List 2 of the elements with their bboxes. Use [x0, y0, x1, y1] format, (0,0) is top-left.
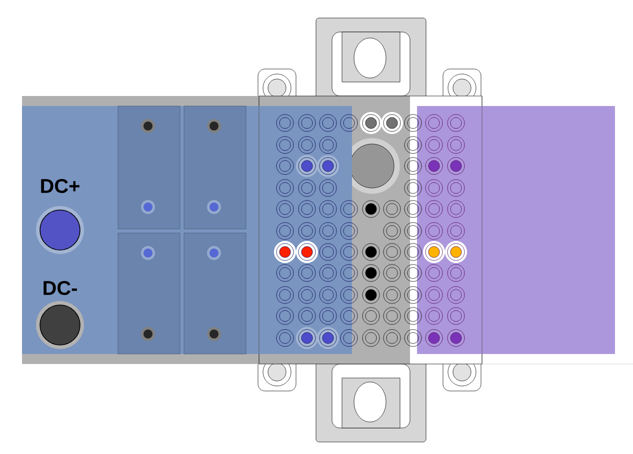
terminal-label: DC-: [44, 280, 77, 296]
terminal-label: DC+: [41, 178, 80, 194]
